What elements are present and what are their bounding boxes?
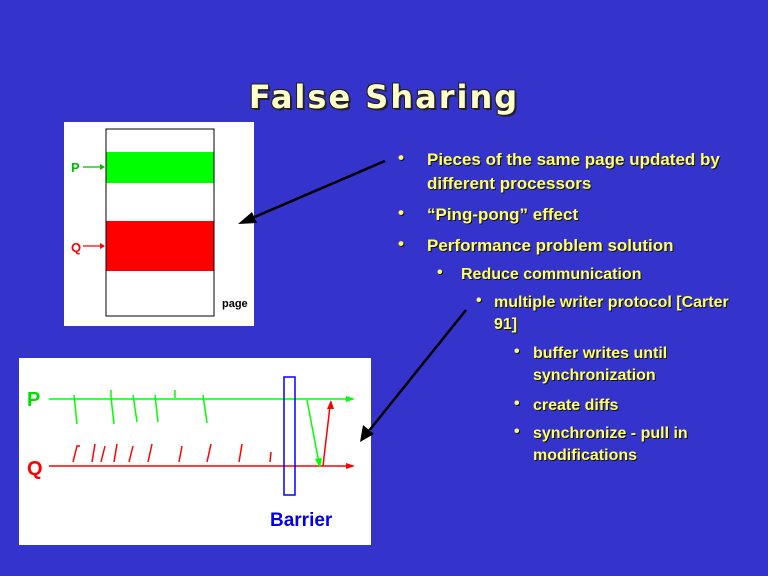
q-timeline-label: Q (27, 458, 43, 480)
q-region (106, 221, 214, 271)
bullet-reduce-communication: • Reduce communication (437, 264, 737, 286)
diff-pull-red-head (327, 400, 334, 409)
diff-pull-green (306, 399, 320, 464)
q-label: Q (71, 240, 81, 255)
bullet-buffer-writes: • buffer writes until synchronization (514, 343, 714, 387)
q-timeline-head (346, 463, 355, 469)
barrier-diagram: P Q Barrier (19, 358, 371, 545)
page-label: page (222, 298, 248, 310)
barrier-label: Barrier (270, 510, 333, 531)
q-write-3 (100, 445, 106, 463)
diff-pull-green-head (315, 458, 322, 468)
p-timeline-head (346, 396, 355, 402)
bullet-text: create diffs (533, 397, 619, 414)
q-write-4 (113, 443, 118, 463)
bullet-text: buffer writes until synchronization (533, 345, 668, 384)
bullet-create-diffs: • create diffs (514, 395, 714, 417)
bullet-dot: • (514, 423, 520, 440)
q-write-7 (178, 445, 183, 463)
p-label: P (71, 160, 80, 175)
bullet-multiple-writer: • multiple writer protocol [Carter 91] (476, 292, 746, 336)
slide-title: False Sharing (248, 78, 520, 116)
bullet-text: “Ping-pong” effect (427, 205, 579, 224)
arrow-to-barrier (367, 309, 467, 433)
p-write-1 (73, 394, 78, 425)
barrier-bar (283, 376, 296, 496)
bullet-ping-pong: • “Ping-pong” effect (398, 203, 748, 227)
p-writes (73, 390, 208, 425)
bullet-false-sharing-cause: • Pieces of the same page updated by dif… (398, 148, 748, 196)
page-diagram: P Q page (64, 122, 254, 326)
page-diagram-svg: P Q page (71, 128, 248, 317)
p-write-4 (154, 394, 159, 423)
bullet-dot: • (398, 234, 404, 253)
q-pointer-head (100, 243, 105, 249)
p-timeline-label: P (27, 389, 40, 411)
bullet-dot: • (398, 148, 404, 167)
bullet-dot: • (514, 395, 520, 412)
p-write-3 (132, 394, 138, 423)
q-write-8 (206, 443, 212, 463)
q-write-2 (91, 443, 96, 463)
p-write-6 (202, 394, 208, 424)
bullet-dot: • (514, 343, 520, 360)
bullet-text: synchronize - pull in modifications (533, 425, 688, 464)
bullet-dot: • (437, 264, 443, 281)
p-region (106, 152, 214, 183)
diff-pull-red (322, 405, 331, 467)
q-writes (72, 443, 272, 463)
bullet-text: Pieces of the same page updated by diffe… (427, 150, 720, 193)
bullet-text: multiple writer protocol [Carter 91] (494, 294, 729, 333)
bullet-dot: • (476, 292, 482, 309)
p-pointer-head (100, 164, 105, 170)
barrier-diagram-svg: P Q Barrier (27, 376, 355, 531)
q-write-6 (147, 443, 153, 463)
q-write-10 (269, 451, 272, 463)
q-write-9 (238, 443, 243, 463)
bullet-text: Performance problem solution (427, 236, 674, 255)
q-write-1 (72, 445, 80, 463)
bullet-synchronize: • synchronize - pull in modifications (514, 423, 714, 467)
bullet-solution: • Performance problem solution (398, 234, 748, 258)
bullet-dot: • (398, 203, 404, 222)
q-write-5 (128, 445, 134, 463)
p-write-2 (110, 390, 115, 425)
arrow-to-page (249, 159, 386, 221)
bullet-text: Reduce communication (461, 266, 642, 283)
